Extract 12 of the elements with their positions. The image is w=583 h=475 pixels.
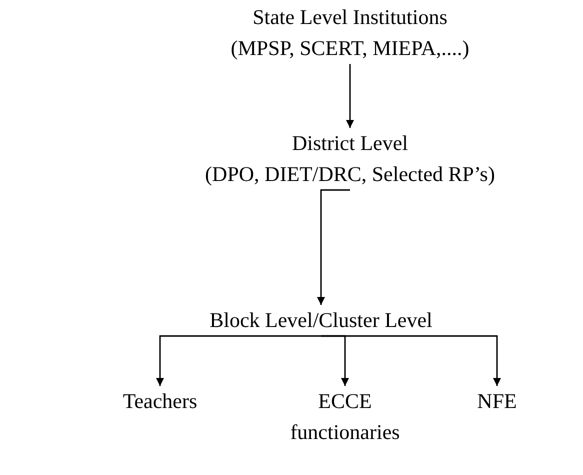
node-label: District Level [292,130,408,157]
node-label: (DPO, DIET/DRC, Selected RP’s) [205,161,495,188]
arrow [346,64,354,128]
node-label: Block Level/Cluster Level [210,307,432,334]
node-label: State Level Institutions [252,4,448,31]
arrow [321,335,501,386]
arrow [317,189,350,305]
node-label: NFE [477,388,517,415]
node-label: Teachers [122,388,198,415]
node-label: ECCE functionaries [289,388,401,446]
node-label: (MPSP, SCERT, MIEPA,....) [230,35,470,62]
arrow [156,335,321,386]
